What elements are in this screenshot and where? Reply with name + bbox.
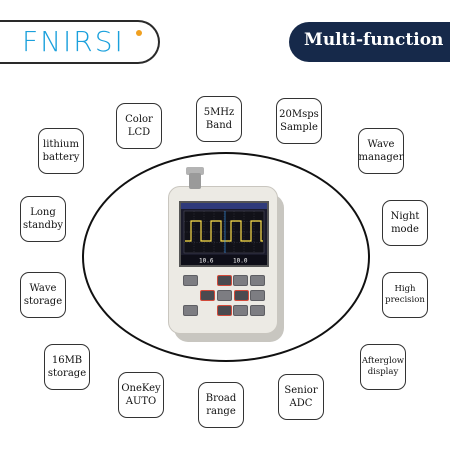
key-bottom-mid[interactable] bbox=[233, 305, 248, 316]
key-center[interactable] bbox=[217, 290, 232, 301]
feature-onekey-auto: OneKey AUTO bbox=[118, 372, 164, 418]
bnc-connector-cap bbox=[186, 167, 204, 175]
key-menu[interactable] bbox=[233, 275, 248, 286]
feature-label: Wave manager bbox=[358, 139, 404, 163]
feature-label: Broad range bbox=[205, 393, 237, 417]
logo-dot-icon bbox=[136, 30, 142, 36]
feature-label: Afterglow display bbox=[361, 356, 405, 377]
oscilloscope-device: 10.6 10.0 bbox=[168, 167, 284, 342]
screen-readout-1: 10.6 bbox=[199, 258, 214, 265]
feature-senior-adc: Senior ADC bbox=[278, 374, 324, 420]
feature-wave-manager: Wave manager bbox=[358, 128, 404, 174]
screen-bottombar bbox=[181, 255, 267, 265]
key-right[interactable] bbox=[234, 290, 249, 301]
header-banner bbox=[289, 22, 450, 62]
feature-long-standby: Long standby bbox=[20, 196, 66, 242]
device-body: 10.6 10.0 bbox=[168, 167, 278, 334]
key-top-right[interactable] bbox=[250, 275, 265, 286]
feature-night-mode: Night mode bbox=[382, 200, 428, 246]
key-left[interactable] bbox=[200, 290, 215, 301]
screen-topbar bbox=[181, 203, 267, 209]
key-bottom-right[interactable] bbox=[250, 305, 265, 316]
feature-label: High precision bbox=[385, 284, 425, 305]
square-wave-trace bbox=[185, 220, 263, 242]
waveform-display: 10.6 10.0 bbox=[181, 203, 267, 265]
feature-label: 20Msps Sample bbox=[279, 109, 319, 133]
feature-5mhz-band: 5MHz Band bbox=[196, 96, 242, 142]
feature-wave-storage: Wave storage bbox=[20, 272, 66, 318]
page-title: Multi-function bbox=[304, 30, 444, 50]
feature-label: Wave storage bbox=[23, 283, 63, 307]
feature-label: OneKey AUTO bbox=[121, 383, 161, 407]
center-ellipse bbox=[82, 152, 370, 362]
key-bottom-left[interactable] bbox=[183, 305, 198, 316]
feature-high-precision: High precision bbox=[382, 272, 428, 318]
feature-broad-range: Broad range bbox=[198, 382, 244, 428]
bnc-connector-icon bbox=[189, 173, 201, 189]
feature-afterglow-display: Afterglow display bbox=[360, 344, 406, 390]
device-keypad bbox=[181, 273, 267, 327]
key-top-left[interactable] bbox=[183, 275, 198, 286]
feature-16mb-storage: 16MB storage bbox=[44, 344, 90, 390]
feature-label: 16MB storage bbox=[47, 355, 87, 379]
logo-pill bbox=[0, 20, 160, 64]
feature-label: Senior ADC bbox=[284, 385, 318, 409]
feature-lithium-battery: lithium battery bbox=[38, 128, 84, 174]
feature-label: Long standby bbox=[22, 207, 63, 231]
feature-20msps-sample: 20Msps Sample bbox=[276, 98, 322, 144]
screen-readout-2: 10.0 bbox=[233, 258, 248, 265]
feature-label: Night mode bbox=[390, 211, 420, 235]
key-up[interactable] bbox=[217, 275, 232, 286]
feature-label: lithium battery bbox=[42, 139, 80, 163]
feature-color-lcd: Color LCD bbox=[116, 103, 162, 149]
screen-grid bbox=[184, 211, 264, 253]
brand-logo: FNIRSI bbox=[22, 25, 125, 58]
device-screen: 10.6 10.0 bbox=[179, 201, 269, 267]
key-down[interactable] bbox=[217, 305, 232, 316]
feature-label: Color LCD bbox=[125, 114, 153, 138]
feature-label: 5MHz Band bbox=[203, 107, 235, 131]
key-auto[interactable] bbox=[250, 290, 265, 301]
